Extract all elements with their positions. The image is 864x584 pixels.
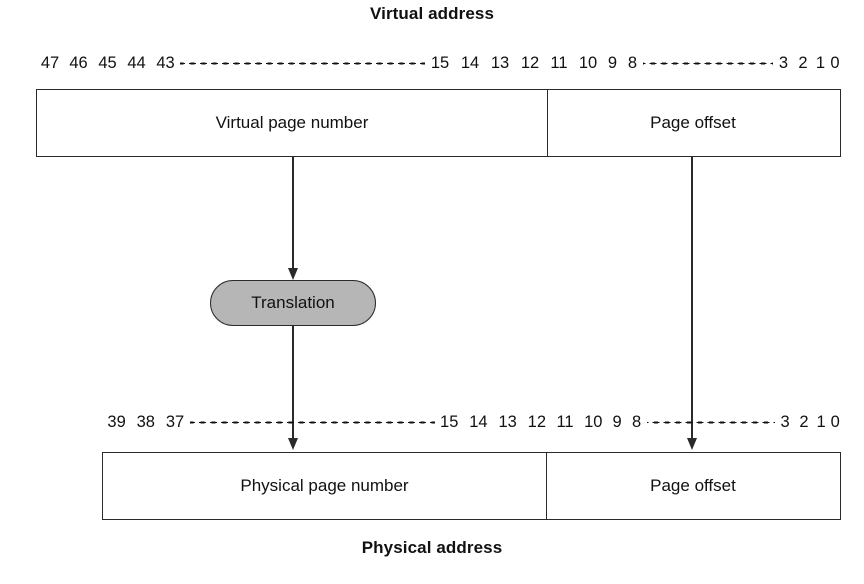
virtual-bit-ruler: 47 46 45 44 43 15 14 13 12 11 10 9 8 3 2… bbox=[36, 52, 841, 74]
bit-label: 46 bbox=[69, 53, 88, 72]
physical-page-offset-field: Page offset bbox=[650, 476, 736, 495]
dotted-line bbox=[189, 420, 435, 424]
bit-label: 1 bbox=[816, 412, 826, 431]
bit-label: 2 bbox=[799, 412, 809, 431]
bit-label: 8 bbox=[632, 412, 642, 431]
bit-label: 2 bbox=[798, 53, 808, 72]
virtual-address-title: Virtual address bbox=[369, 4, 495, 23]
bit-ellipsis-high bbox=[180, 52, 425, 74]
bit-label: 11 bbox=[556, 412, 574, 431]
physical-bit-ruler: 39 38 37 15 14 13 12 11 10 9 8 3 2 1 0 bbox=[102, 411, 841, 433]
bit-label: 10 bbox=[578, 53, 598, 72]
bit-label: 0 bbox=[830, 53, 840, 72]
bit-label: 14 bbox=[469, 412, 488, 431]
physical-address-title: Physical address bbox=[361, 538, 503, 557]
bit-ellipsis-high bbox=[189, 411, 435, 433]
bit-label: 3 bbox=[780, 412, 790, 431]
bit-label: 15 bbox=[440, 412, 459, 431]
translation-node: Translation bbox=[210, 280, 376, 326]
arrow-head-icon bbox=[287, 268, 298, 280]
virtual-page-number-field: Virtual page number bbox=[37, 90, 548, 156]
physical-page-number-field: Physical page number bbox=[103, 453, 547, 519]
bit-label: 37 bbox=[165, 412, 185, 431]
bit-label: 38 bbox=[136, 412, 155, 431]
arrow-shaft bbox=[292, 157, 294, 270]
bit-label: 12 bbox=[520, 53, 540, 72]
virtual-page-offset-field: Page offset bbox=[650, 113, 736, 132]
virtual-address-box: Virtual page number Page offset bbox=[36, 89, 841, 157]
bit-label: 47 bbox=[40, 53, 60, 72]
bit-label: 13 bbox=[490, 53, 510, 72]
arrow-shaft bbox=[691, 157, 693, 440]
arrow-shaft bbox=[292, 326, 294, 440]
dotted-line bbox=[646, 420, 775, 424]
bit-label: 12 bbox=[527, 412, 546, 431]
bit-label: 8 bbox=[627, 53, 638, 72]
arrow-head-icon bbox=[287, 438, 298, 450]
bit-label: 13 bbox=[498, 412, 517, 431]
bit-label: 11 bbox=[550, 53, 568, 72]
bit-label: 9 bbox=[612, 412, 622, 431]
bit-label: 43 bbox=[156, 53, 175, 72]
bit-ellipsis-low bbox=[646, 411, 775, 433]
bit-label: 44 bbox=[127, 53, 146, 72]
bit-label: 14 bbox=[460, 53, 480, 72]
bit-label: 39 bbox=[107, 412, 126, 431]
dotted-line bbox=[643, 61, 773, 65]
bit-label: 0 bbox=[830, 412, 840, 431]
arrow-head-icon bbox=[686, 438, 697, 450]
bit-label: 15 bbox=[430, 53, 450, 72]
bit-label: 9 bbox=[607, 53, 618, 72]
physical-address-box: Physical page number Page offset bbox=[102, 452, 841, 520]
bit-label: 45 bbox=[98, 53, 117, 72]
dotted-line bbox=[180, 61, 425, 65]
bit-ellipsis-low bbox=[643, 52, 773, 74]
bit-label: 10 bbox=[584, 412, 603, 431]
bit-label: 1 bbox=[815, 53, 826, 72]
bit-label: 3 bbox=[778, 53, 789, 72]
